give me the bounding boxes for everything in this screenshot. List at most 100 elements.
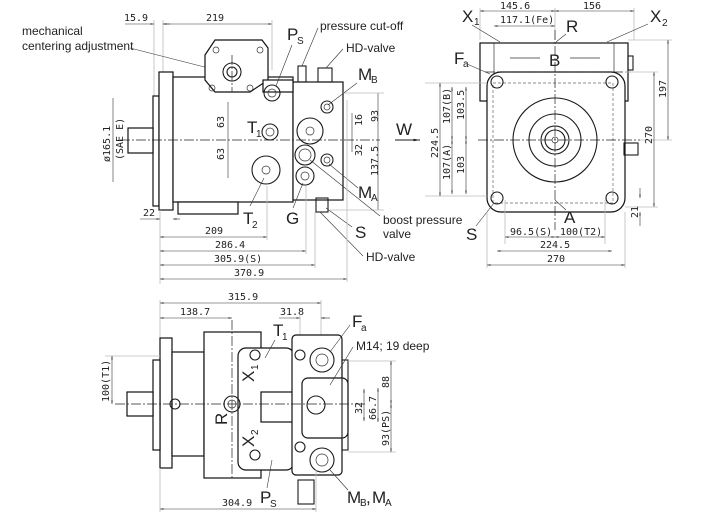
dim-315-9: 315.9 bbox=[228, 292, 258, 303]
svg-text:T: T bbox=[273, 321, 283, 340]
label-s-front: S bbox=[466, 225, 477, 244]
label-a: A bbox=[564, 208, 576, 227]
svg-text:S: S bbox=[270, 499, 277, 510]
dim-209: 209 bbox=[205, 226, 223, 237]
dim-21: 21 bbox=[630, 206, 641, 218]
dim-96-5-s: 96.5(S) bbox=[510, 227, 552, 238]
label-fa-top: F a bbox=[352, 312, 367, 334]
label-x1: X 1 bbox=[462, 7, 480, 28]
dim-32: 32 bbox=[354, 144, 365, 156]
dim-103: 103 bbox=[456, 156, 467, 174]
label-ps: P S bbox=[287, 25, 304, 47]
label-t1: T 1 bbox=[247, 118, 262, 140]
svg-text:a: a bbox=[463, 59, 469, 70]
svg-text:X: X bbox=[239, 436, 258, 447]
dim-197: 197 bbox=[658, 80, 669, 98]
callout-mechanical-centering-2: centering adjustment bbox=[22, 39, 134, 53]
dim-286-4: 286.4 bbox=[215, 240, 245, 251]
view-arrow-w-label: W bbox=[396, 120, 412, 139]
svg-text:A: A bbox=[385, 498, 392, 509]
dim-32-top: 32 bbox=[354, 402, 365, 414]
label-s-side: S bbox=[355, 223, 366, 242]
dim-270-vertical: 270 bbox=[644, 126, 655, 144]
svg-text:B: B bbox=[371, 75, 378, 86]
svg-text:P: P bbox=[287, 25, 298, 44]
svg-text:,: , bbox=[366, 488, 371, 507]
label-t1-top: T 1 bbox=[273, 321, 288, 343]
svg-text:S: S bbox=[466, 225, 477, 244]
svg-text:X: X bbox=[650, 7, 661, 26]
dim-270-horizontal: 270 bbox=[547, 254, 565, 265]
callout-hd-valve-top: HD-valve bbox=[346, 41, 396, 55]
svg-text:G: G bbox=[286, 209, 299, 228]
front-housing bbox=[486, 71, 626, 213]
dim-diameter-165-1: ø165.1 bbox=[102, 126, 113, 162]
callout-hd-valve-bottom: HD-valve bbox=[366, 250, 416, 264]
svg-text:P: P bbox=[260, 488, 271, 507]
svg-text:2: 2 bbox=[250, 429, 261, 435]
svg-text:F: F bbox=[352, 312, 362, 331]
label-t2: T 2 bbox=[243, 209, 258, 231]
dim-103-5: 103.5 bbox=[456, 90, 467, 120]
dim-63-upper: 63 bbox=[216, 116, 227, 128]
label-g: G bbox=[286, 209, 299, 228]
label-x2: X 2 bbox=[650, 7, 668, 29]
label-x2-top: X 2 bbox=[239, 429, 261, 447]
svg-text:R: R bbox=[566, 17, 578, 36]
svg-text:1: 1 bbox=[250, 364, 261, 370]
callout-boost-pressure-1: boost pressure bbox=[383, 213, 463, 227]
svg-text:S: S bbox=[297, 36, 304, 47]
svg-text:1: 1 bbox=[474, 17, 480, 28]
dim-31-8: 31.8 bbox=[280, 307, 304, 318]
dim-16: 16 bbox=[354, 114, 365, 126]
dim-93: 93 bbox=[370, 110, 381, 122]
dim-224-5-horizontal: 224.5 bbox=[540, 240, 570, 251]
svg-text:S: S bbox=[355, 223, 366, 242]
dim-66-7: 66.7 bbox=[368, 396, 379, 420]
svg-text:M: M bbox=[358, 65, 372, 84]
label-r-top: R bbox=[212, 413, 231, 425]
dim-sae-e: (SAE E) bbox=[115, 118, 126, 160]
dim-304-9: 304.9 bbox=[222, 498, 252, 509]
label-ma: M bbox=[358, 183, 372, 202]
svg-text:A: A bbox=[564, 208, 576, 227]
label-b: B bbox=[549, 51, 560, 70]
dim-22: 22 bbox=[143, 208, 155, 219]
svg-text:R: R bbox=[212, 413, 231, 425]
dim-219: 219 bbox=[206, 13, 224, 24]
svg-text:B: B bbox=[549, 51, 560, 70]
label-x1-top: X 1 bbox=[239, 364, 261, 382]
dim-224-5-vertical: 224.5 bbox=[430, 128, 441, 158]
label-mb: M B bbox=[358, 65, 378, 86]
drive-shaft bbox=[127, 127, 154, 154]
svg-text:B: B bbox=[360, 498, 367, 509]
mounting-flange-face bbox=[152, 95, 160, 207]
label-r-front: R bbox=[566, 17, 578, 36]
svg-text:2: 2 bbox=[252, 220, 258, 231]
svg-text:T: T bbox=[247, 118, 257, 137]
label-mb-ma-top: M B , M A bbox=[347, 488, 392, 509]
side-view: 15.9 219 mechanical centering adjustment bbox=[22, 13, 463, 284]
svg-text:a: a bbox=[361, 323, 367, 334]
svg-text:X: X bbox=[239, 371, 258, 382]
svg-text:M: M bbox=[372, 488, 386, 507]
svg-text:M: M bbox=[347, 488, 361, 507]
svg-text:1: 1 bbox=[256, 129, 262, 140]
callout-pressure-cutoff: pressure cut-off bbox=[320, 19, 404, 33]
svg-text:M: M bbox=[358, 183, 372, 202]
svg-text:F: F bbox=[454, 49, 464, 68]
top-view: 315.9 138.7 31.8 T 1 bbox=[101, 292, 430, 512]
dim-305-9-s: 305.9(S) bbox=[214, 254, 262, 265]
label-ma-sub: A bbox=[371, 193, 378, 204]
dim-15-9: 15.9 bbox=[124, 13, 148, 24]
dim-117-1-fe: 117.1(Fe) bbox=[500, 15, 554, 26]
mounting-flange bbox=[158, 71, 174, 211]
dim-370-9: 370.9 bbox=[234, 268, 264, 279]
callout-mechanical-centering-1: mechanical bbox=[22, 24, 83, 38]
dim-93-ps: 93(PS) bbox=[381, 410, 392, 446]
dim-107-a: 107(A) bbox=[442, 144, 453, 180]
dim-88: 88 bbox=[381, 376, 392, 388]
dim-138-7: 138.7 bbox=[180, 307, 210, 318]
label-ps-top: P S bbox=[260, 488, 277, 510]
dim-63-lower: 63 bbox=[216, 148, 227, 160]
